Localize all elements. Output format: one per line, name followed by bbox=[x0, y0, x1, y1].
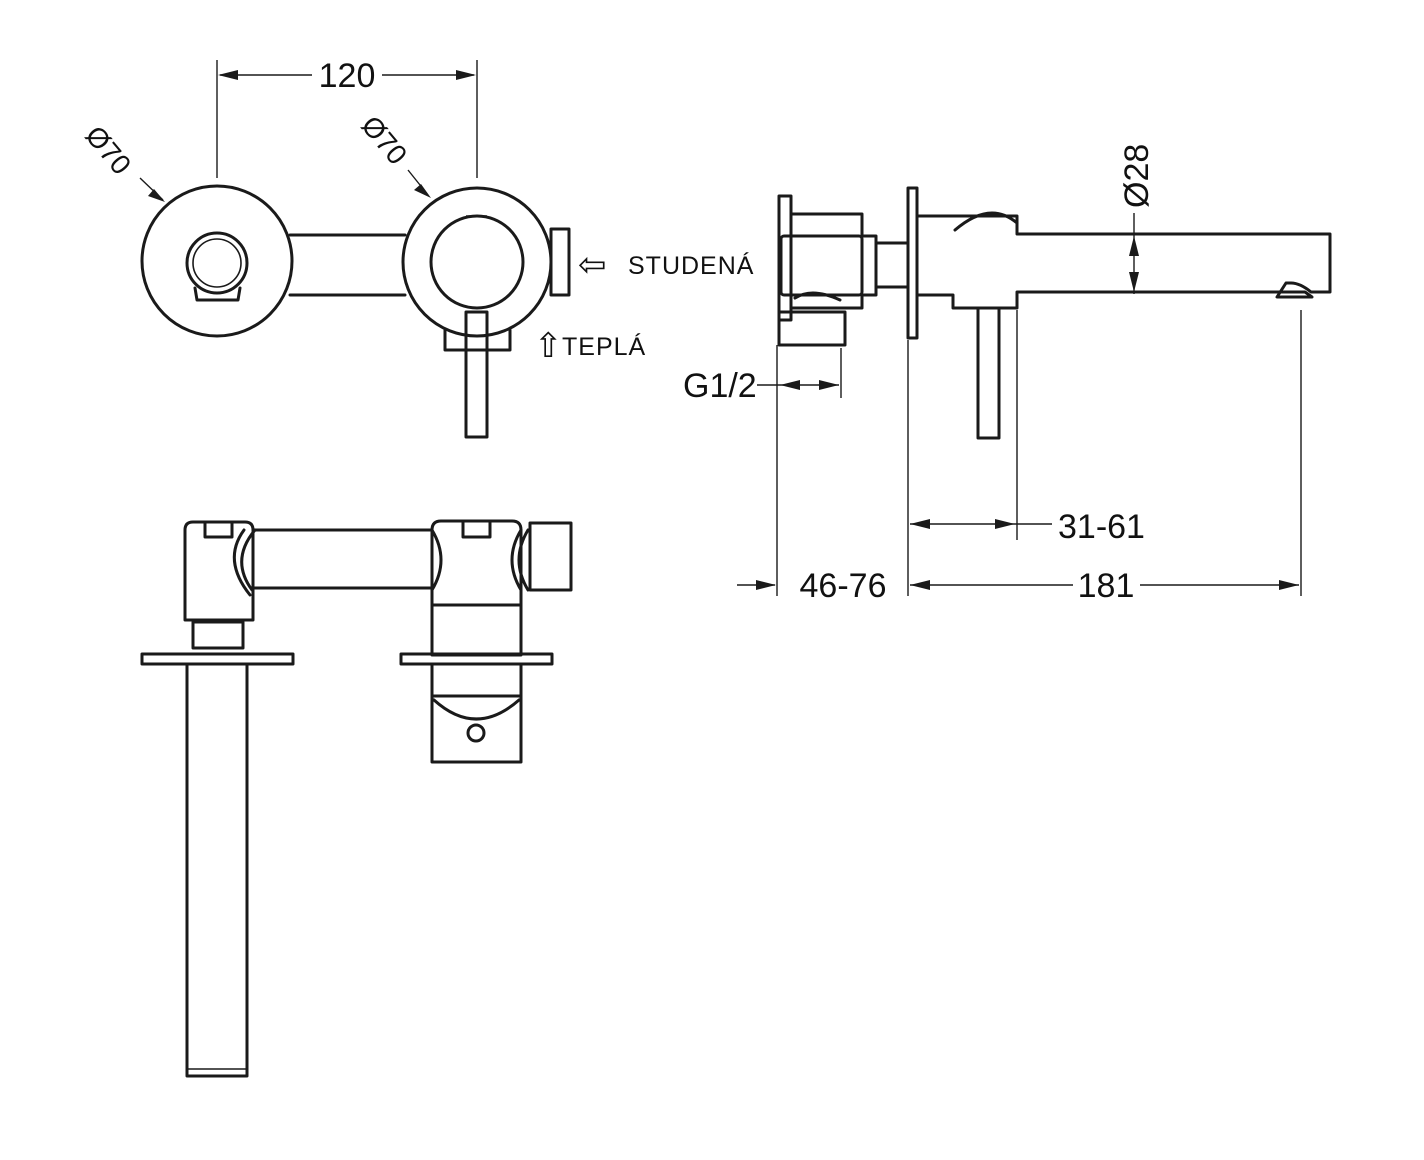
front-view bbox=[140, 184, 571, 439]
right-cartridge-cap bbox=[429, 214, 525, 310]
dim-label-31-61: 31-61 bbox=[1058, 508, 1145, 546]
cold-arrow-icon: ⇦ bbox=[578, 246, 607, 284]
left-rosette bbox=[140, 184, 294, 338]
front-connecting-pipe bbox=[288, 233, 407, 297]
dim-spout-diameter: Ø28 bbox=[1118, 144, 1156, 294]
top-lever-screw bbox=[466, 723, 486, 743]
dim-thread: G1/2 bbox=[683, 348, 842, 405]
hot-label: TEPLÁ bbox=[562, 332, 646, 361]
dim-label-46-76: 46-76 bbox=[800, 567, 887, 605]
dim-label-right-d70: Ø70 bbox=[355, 110, 413, 170]
dim-label-g12: G1/2 bbox=[683, 367, 757, 405]
side-spout bbox=[915, 214, 1332, 310]
left-knob bbox=[185, 231, 249, 295]
top-spout bbox=[185, 662, 249, 1078]
side-wall-plate bbox=[906, 186, 919, 340]
dim-width-centers: 120 bbox=[216, 57, 478, 178]
side-g12-inlet bbox=[777, 310, 847, 347]
dim-label-181: 181 bbox=[1078, 567, 1135, 605]
top-cold-inlet bbox=[528, 521, 573, 592]
side-valve-body bbox=[789, 212, 878, 310]
right-rosette bbox=[401, 186, 553, 338]
dim-label-left-d70: Ø70 bbox=[79, 120, 137, 180]
dim-depth-and-projection: 46-76 181 bbox=[737, 310, 1302, 605]
top-right-cap bbox=[461, 519, 492, 539]
hot-arrow-icon: ⇧ bbox=[534, 327, 563, 365]
dim-right-diameter: Ø70 bbox=[355, 110, 431, 198]
inlet-labels: ⇦ STUDENÁ ⇧ TEPLÁ bbox=[534, 246, 754, 365]
side-valve-core bbox=[779, 234, 864, 297]
hot-inlet-base bbox=[443, 328, 512, 352]
dim-label-120: 120 bbox=[319, 57, 376, 95]
top-left-neck bbox=[191, 620, 245, 650]
lever-handle bbox=[464, 310, 489, 439]
cold-label: STUDENÁ bbox=[628, 251, 754, 280]
cold-inlet-stub bbox=[549, 227, 571, 297]
left-knob-base bbox=[193, 286, 242, 302]
top-right-wall-plate bbox=[399, 652, 554, 666]
dim-left-diameter: Ø70 bbox=[79, 120, 165, 202]
top-view bbox=[140, 519, 573, 1078]
dim-label-d28: Ø28 bbox=[1118, 144, 1156, 208]
top-lever bbox=[430, 662, 523, 764]
top-left-cap bbox=[203, 520, 234, 539]
top-right-body bbox=[430, 519, 523, 607]
side-valve-neck bbox=[874, 241, 910, 289]
side-lever bbox=[976, 306, 1001, 440]
dim-wall-adjustment: 31-61 bbox=[907, 310, 1145, 596]
top-right-neck bbox=[430, 603, 523, 657]
side-view bbox=[777, 186, 1332, 440]
